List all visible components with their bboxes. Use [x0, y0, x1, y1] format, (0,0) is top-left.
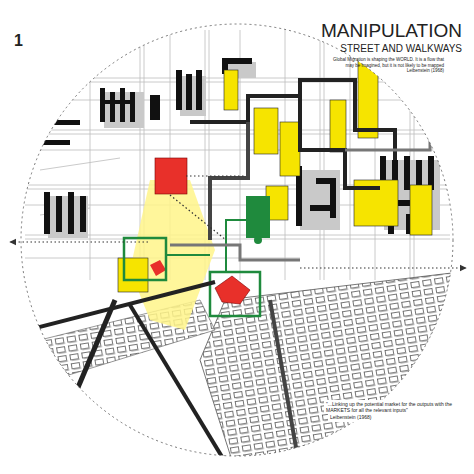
epigraph-note: Global Migration is shaping the WORLD. I…: [332, 57, 444, 74]
map-subtitle: STREET AND WALKWAYS: [340, 43, 462, 55]
map-title: MANIPULATION: [321, 20, 462, 42]
quote-text: "...Linking up the potential market for …: [324, 400, 464, 414]
city-area: [20, 30, 470, 470]
study-area-circle: [21, 24, 453, 456]
building-blocks: [40, 58, 440, 238]
yellow-zones: [118, 54, 432, 330]
sheet-number: 1: [14, 32, 23, 50]
quote-source: Leibenstein (1968): [328, 414, 373, 422]
housing-grid: [200, 272, 470, 470]
street-grid: [25, 30, 450, 280]
flow-arrows: [10, 176, 466, 268]
